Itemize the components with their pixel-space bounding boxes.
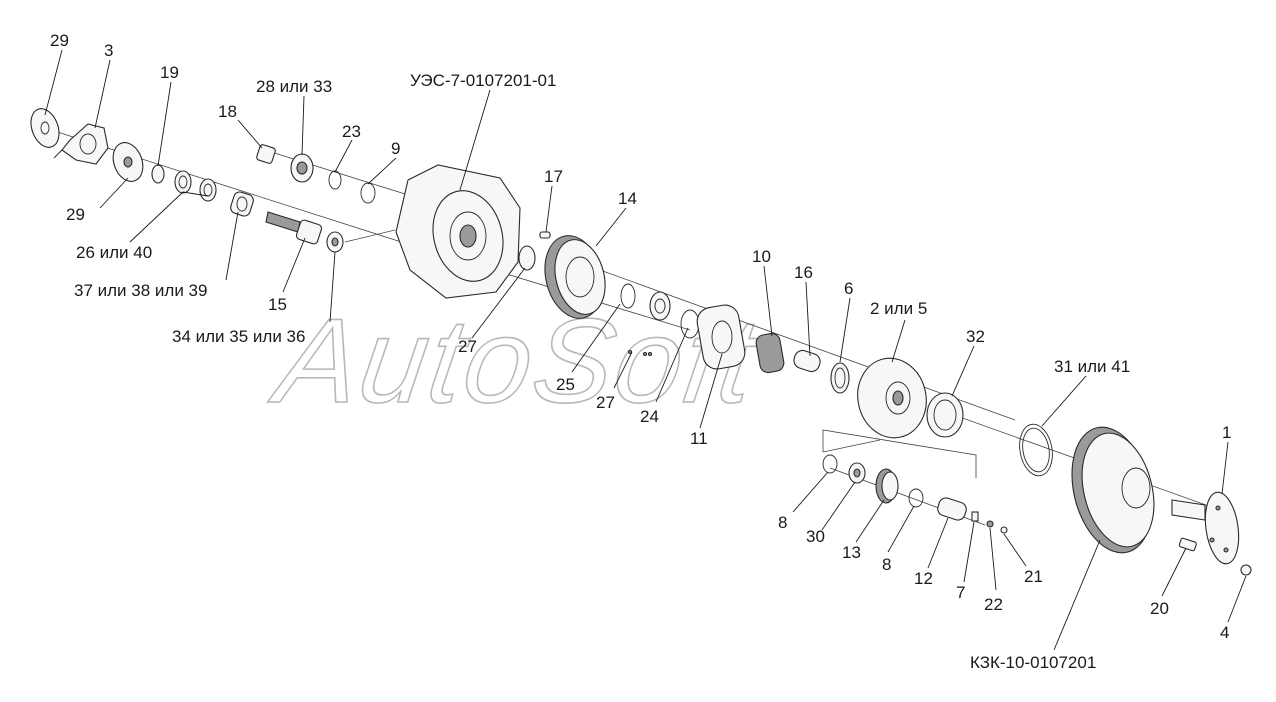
part-29-washer (112, 142, 144, 182)
part-27-pins (627, 349, 653, 357)
part-23-ring (328, 170, 342, 190)
part-18-nut (256, 144, 276, 164)
callout-12: 12 (914, 569, 933, 588)
callout-2-or-5: 2 или 5 (870, 299, 927, 318)
callout-24: 24 (640, 407, 659, 426)
callout-29-lower: 29 (66, 205, 85, 224)
callout-25: 25 (556, 375, 575, 394)
leader-lines (44, 49, 1247, 651)
callout-13: 13 (842, 543, 861, 562)
callout-16: 16 (794, 263, 813, 282)
part-19-ring (151, 164, 165, 184)
callout-21: 21 (1024, 567, 1043, 586)
callout-9: 9 (391, 139, 400, 158)
callout-27-left: 27 (458, 337, 477, 356)
part-cover (1071, 426, 1155, 554)
callout-28-or-33: 28 или 33 (256, 77, 332, 96)
callout-3: 3 (104, 41, 113, 60)
part-17-bolt (539, 231, 551, 239)
callout-23: 23 (342, 122, 361, 141)
callout-8-right: 8 (882, 555, 891, 574)
part-20-bolt (1178, 537, 1197, 552)
callout-19: 19 (160, 63, 179, 82)
callout-7: 7 (956, 583, 965, 602)
callout-kzk-assembly: КЗК-10-0107201 (970, 653, 1096, 672)
part-40-bearing (199, 178, 217, 202)
callout-27-right: 27 (596, 393, 615, 412)
callout-30: 30 (806, 527, 825, 546)
part-32-ring (926, 392, 964, 438)
callout-8-left: 8 (778, 513, 787, 532)
callout-29-top: 29 (50, 31, 69, 50)
part-29-left-washer (30, 108, 60, 148)
watermark: AutoSoft (264, 294, 768, 428)
callout-11: 11 (690, 429, 708, 448)
callout-10: 10 (752, 247, 771, 266)
part-15-shaft (265, 211, 323, 245)
callout-20: 20 (1150, 599, 1169, 618)
part-28-bearing (290, 153, 314, 183)
callout-4: 4 (1220, 623, 1229, 642)
callout-17: 17 (544, 167, 563, 186)
callout-1: 1 (1222, 423, 1231, 442)
part-24-bearing (649, 291, 671, 321)
part-8b-washer (908, 488, 924, 508)
part-9-ring (360, 182, 376, 204)
callout-31-or-41: 31 или 41 (1054, 357, 1130, 376)
part-2-carrier (857, 357, 927, 439)
callout-ues-assembly: УЭС-7-0107201-01 (410, 71, 556, 90)
part-6-ring (830, 362, 850, 394)
part-13-gear (875, 468, 899, 504)
part-14-gear (544, 235, 606, 319)
part-26-bearing (174, 170, 192, 194)
part-housing (395, 164, 521, 299)
callout-14: 14 (618, 189, 637, 208)
part-16-shaft (793, 349, 821, 373)
callout-32: 32 (966, 327, 985, 346)
callout-15: 15 (268, 295, 287, 314)
part-27-seal (518, 245, 536, 271)
part-3-pump-drive (53, 123, 109, 165)
part-12-pin (937, 497, 967, 521)
part-11-carrier (680, 304, 746, 370)
part-4-nut (1240, 564, 1252, 576)
part-8-washer (822, 454, 838, 474)
callout-26-or-40: 26 или 40 (76, 243, 152, 262)
part-7-22-21-fasteners (971, 511, 1008, 534)
callout-6: 6 (844, 279, 853, 298)
part-30-bearing (848, 462, 866, 484)
callout-22: 22 (984, 595, 1003, 614)
callout-34-35-36: 34 или 35 или 36 (172, 327, 305, 346)
part-34-ring (326, 231, 344, 253)
callout-18: 18 (218, 102, 237, 121)
part-25-ring (620, 283, 636, 309)
part-37-bearing (230, 191, 254, 217)
callout-37-38-39: 37 или 38 или 39 (74, 281, 207, 300)
part-31-ring (1019, 423, 1053, 477)
part-10-gear (755, 332, 785, 374)
part-1-flange-shaft (1171, 491, 1240, 565)
callout-labels: 29 3 19 18 28 или 33 23 9 УЭС-7-0107201-… (50, 31, 1231, 672)
